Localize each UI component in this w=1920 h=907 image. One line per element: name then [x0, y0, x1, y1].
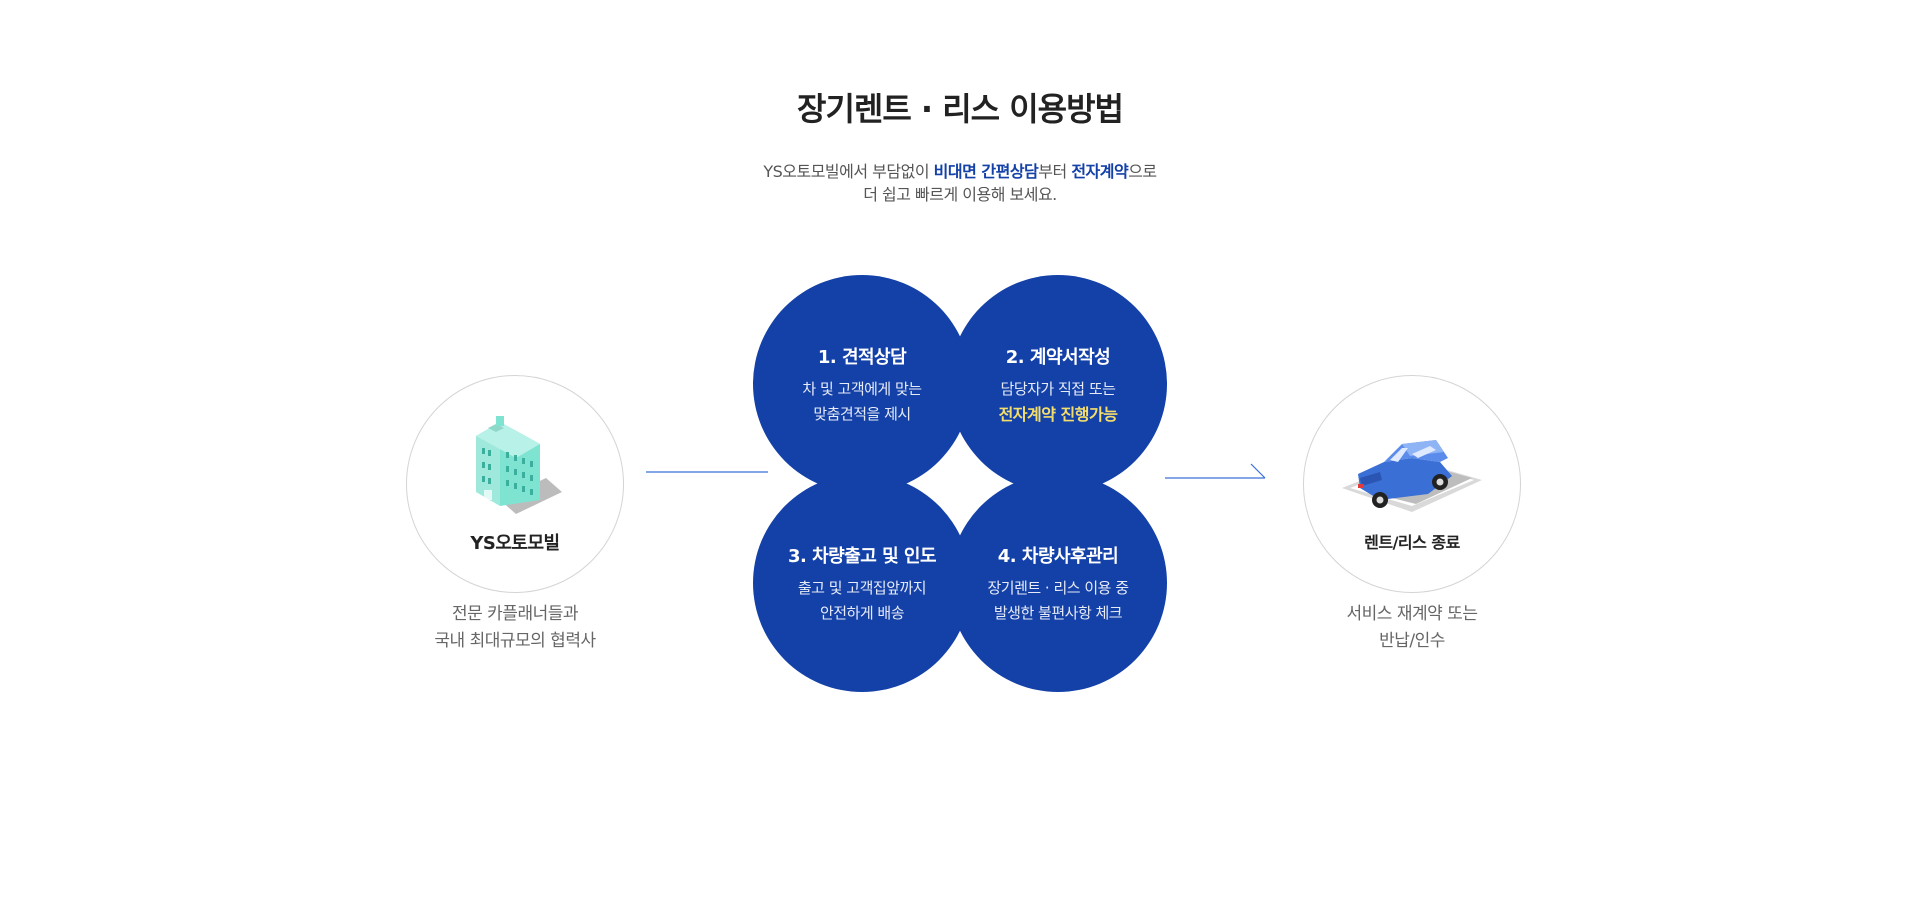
building-icon	[460, 408, 570, 522]
subtitle-text: 부터	[1038, 162, 1072, 181]
end-node-circle: 렌트/리스 종료	[1303, 375, 1521, 593]
subtitle-highlight-contract: 전자계약	[1071, 162, 1129, 181]
start-node-label: YS오토모빌	[470, 533, 560, 554]
start-desc-line: 국내 최대규모의 협력사	[434, 631, 596, 651]
step-1-circle: 1. 견적상담 차 및 고객에게 맞는 맞춤견적을 제시	[753, 275, 971, 493]
subtitle-line-2: 더 쉽고 빠르게 이용해 보세요.	[863, 185, 1057, 204]
end-node-label: 렌트/리스 종료	[1364, 533, 1460, 552]
end-desc-line: 서비스 재계약 또는	[1346, 604, 1478, 624]
end-node-description: 서비스 재계약 또는 반납/인수	[1282, 601, 1542, 655]
end-desc-line: 반납/인수	[1379, 631, 1445, 651]
step-1-title: 1. 견적상담	[817, 347, 907, 368]
step-4-description: 장기렌트 · 리스 이용 중 발생한 불편사항 체크	[949, 576, 1167, 626]
start-desc-line: 전문 카플래너들과	[451, 604, 579, 624]
step-2-circle: 2. 계약서작성 담당자가 직접 또는 전자계약 진행가능	[949, 275, 1167, 493]
step-4-title: 4. 차량사후관리	[997, 546, 1119, 567]
page-title: 장기렌트 · 리스 이용방법	[797, 90, 1124, 128]
start-node-description: 전문 카플래너들과 국내 최대규모의 협력사	[385, 601, 645, 655]
step-2-description: 담당자가 직접 또는 전자계약 진행가능	[949, 377, 1167, 427]
step-4-circle: 4. 차량사후관리 장기렌트 · 리스 이용 중 발생한 불편사항 체크	[949, 474, 1167, 692]
step-desc-line: 장기렌트 · 리스 이용 중	[987, 579, 1129, 597]
step-desc-line: 차 및 고객에게 맞는	[802, 380, 922, 398]
step-desc-line: 맞춤견적을 제시	[813, 405, 911, 423]
step-1-description: 차 및 고객에게 맞는 맞춤견적을 제시	[753, 377, 971, 427]
subtitle-text: YS오토모빌에서 부담없이	[763, 162, 934, 181]
connector-arrow-right	[1165, 463, 1266, 479]
step-desc-line: 담당자가 직접 또는	[1000, 380, 1116, 398]
step-3-title: 3. 차량출고 및 인도	[787, 546, 937, 567]
step-2-title: 2. 계약서작성	[1005, 347, 1111, 368]
start-node-circle: YS오토모빌	[406, 375, 624, 593]
step-desc-line: 출고 및 고객집앞까지	[797, 579, 927, 597]
subtitle-line-1: YS오토모빌에서 부담없이 비대면 간편상담부터 전자계약으로	[0, 160, 1920, 183]
step-3-circle: 3. 차량출고 및 인도 출고 및 고객집앞까지 안전하게 배송	[753, 474, 971, 692]
connector-line-left	[646, 471, 768, 473]
step-3-description: 출고 및 고객집앞까지 안전하게 배송	[753, 576, 971, 626]
step-desc-highlight: 전자계약 진행가능	[998, 405, 1118, 424]
step-desc-line: 발생한 불편사항 체크	[993, 604, 1123, 622]
page-subtitle: YS오토모빌에서 부담없이 비대면 간편상담부터 전자계약으로 더 쉽고 빠르게…	[0, 160, 1920, 206]
car-icon	[1332, 408, 1492, 526]
subtitle-text: 으로	[1128, 162, 1157, 181]
subtitle-highlight-consult: 비대면 간편상담	[933, 162, 1039, 181]
step-desc-line: 안전하게 배송	[819, 604, 905, 622]
